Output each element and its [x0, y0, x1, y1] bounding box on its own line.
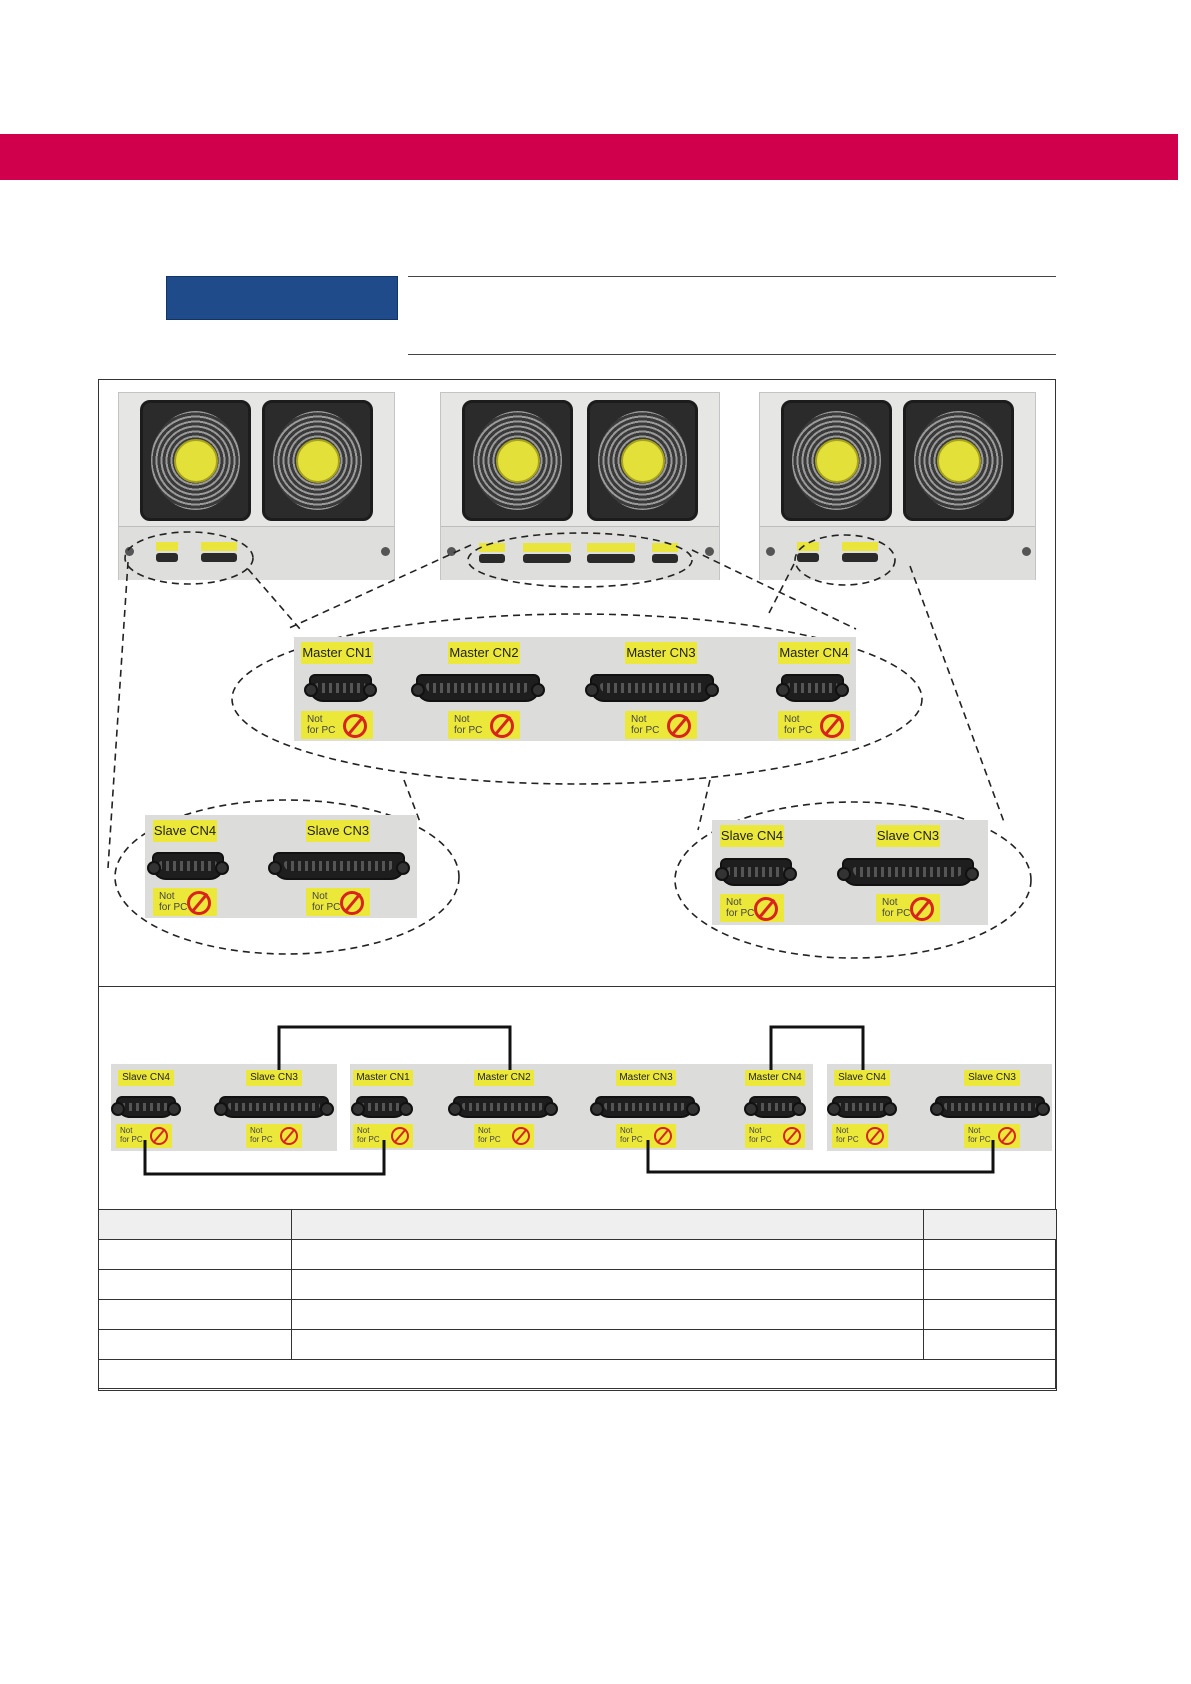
- table-row: [98, 1299, 1057, 1330]
- master-cn2-label: Master CN2: [474, 1070, 534, 1086]
- dsub-connector-icon: [411, 674, 545, 702]
- dsub-connector-icon: [585, 674, 719, 702]
- slave-connector-panel-right: Slave CN4 Slave CN3 Not for PC Not for P…: [712, 820, 988, 925]
- fan-icon: [781, 400, 892, 521]
- dsub-connector-icon: [827, 1096, 897, 1118]
- dsub-connector-icon: [351, 1096, 413, 1118]
- not-for-pc-badge: Not for PC: [116, 1124, 172, 1148]
- master-cn3-label: Master CN3: [616, 1070, 676, 1086]
- table-row: [98, 1329, 1057, 1360]
- dsub-connector-icon: [776, 674, 849, 702]
- note-top-rule: [408, 276, 1056, 277]
- not-for-pc-badge: Not for PC: [625, 711, 697, 739]
- device-rear-left: [118, 392, 395, 580]
- connection-table: [98, 1209, 1057, 1391]
- not-for-pc-badge: Not for PC: [246, 1124, 302, 1148]
- master-cn4-label: Master CN4: [745, 1070, 805, 1086]
- not-for-pc-badge: Not for PC: [720, 894, 784, 922]
- not-for-pc-badge: Not for PC: [778, 711, 850, 739]
- dsub-connector-icon: [715, 858, 797, 886]
- not-for-pc-badge: Not for PC: [474, 1124, 534, 1148]
- wiring-master-panel: Master CN1 Master CN2 Master CN3 Master …: [350, 1064, 813, 1150]
- no-pc-prohibition-icon: [820, 714, 844, 738]
- no-pc-prohibition-icon: [150, 1127, 168, 1145]
- table-footer-row: [98, 1359, 1057, 1391]
- table-row: [98, 1269, 1057, 1300]
- slave-cn3-label: Slave CN3: [964, 1070, 1020, 1086]
- slave-cn4-label: Slave CN4: [153, 820, 217, 842]
- dsub-connector-icon: [590, 1096, 700, 1118]
- slave-cn3-label: Slave CN3: [876, 825, 940, 847]
- device-rear-right: [759, 392, 1036, 580]
- table-header-row: [98, 1209, 1057, 1240]
- slave-connector-panel-left: Slave CN4 Slave CN3 Not for PC Not for P…: [145, 815, 417, 918]
- master-cn1-label: Master CN1: [301, 642, 373, 664]
- fan-icon: [262, 400, 373, 521]
- no-pc-prohibition-icon: [754, 897, 778, 921]
- slave-cn4-label: Slave CN4: [118, 1070, 174, 1086]
- slave-cn4-label: Slave CN4: [720, 825, 784, 847]
- master-cn4-label: Master CN4: [778, 642, 850, 664]
- no-pc-prohibition-icon: [343, 714, 367, 738]
- no-pc-prohibition-icon: [654, 1127, 672, 1145]
- no-pc-prohibition-icon: [910, 897, 934, 921]
- dsub-connector-icon: [837, 858, 979, 886]
- dsub-connector-icon: [214, 1096, 334, 1118]
- master-cn2-label: Master CN2: [448, 642, 520, 664]
- dsub-connector-icon: [304, 674, 377, 702]
- not-for-pc-badge: Not for PC: [745, 1124, 805, 1148]
- master-cn1-label: Master CN1: [353, 1070, 413, 1086]
- no-pc-prohibition-icon: [490, 714, 514, 738]
- master-connector-panel: Master CN1 Master CN2 Master CN3 Master …: [294, 637, 856, 741]
- dsub-connector-icon: [147, 852, 229, 880]
- no-pc-prohibition-icon: [512, 1127, 530, 1145]
- not-for-pc-badge: Not for PC: [876, 894, 940, 922]
- not-for-pc-badge: Not for PC: [301, 711, 373, 739]
- no-pc-prohibition-icon: [187, 891, 211, 915]
- dsub-connector-icon: [448, 1096, 558, 1118]
- slave-cn4-label: Slave CN4: [834, 1070, 890, 1086]
- not-for-pc-badge: Not for PC: [448, 711, 520, 739]
- fan-icon: [903, 400, 1014, 521]
- dsub-connector-icon: [744, 1096, 806, 1118]
- dsub-connector-icon: [930, 1096, 1050, 1118]
- fan-icon: [140, 400, 251, 521]
- not-for-pc-badge: Not for PC: [306, 888, 370, 916]
- not-for-pc-badge: Not for PC: [616, 1124, 676, 1148]
- no-pc-prohibition-icon: [340, 891, 364, 915]
- no-pc-prohibition-icon: [866, 1127, 884, 1145]
- no-pc-prohibition-icon: [280, 1127, 298, 1145]
- note-box: [166, 276, 398, 320]
- table-row: [98, 1239, 1057, 1270]
- no-pc-prohibition-icon: [391, 1127, 409, 1145]
- wiring-slave-panel-left: Slave CN4 Slave CN3 Not for PC Not for P…: [111, 1064, 337, 1151]
- dsub-connector-icon: [268, 852, 410, 880]
- no-pc-prohibition-icon: [783, 1127, 801, 1145]
- header-band: [0, 134, 1178, 180]
- no-pc-prohibition-icon: [667, 714, 691, 738]
- note-bottom-rule: [408, 354, 1056, 355]
- not-for-pc-badge: Not for PC: [153, 888, 217, 916]
- master-cn3-label: Master CN3: [625, 642, 697, 664]
- no-pc-prohibition-icon: [998, 1127, 1016, 1145]
- fan-icon: [587, 400, 698, 521]
- not-for-pc-badge: Not for PC: [832, 1124, 888, 1148]
- slave-cn3-label: Slave CN3: [306, 820, 370, 842]
- fan-icon: [462, 400, 573, 521]
- dsub-connector-icon: [111, 1096, 181, 1118]
- figure-divider: [98, 986, 1056, 987]
- slave-cn3-label: Slave CN3: [246, 1070, 302, 1086]
- device-rear-master: [440, 392, 720, 580]
